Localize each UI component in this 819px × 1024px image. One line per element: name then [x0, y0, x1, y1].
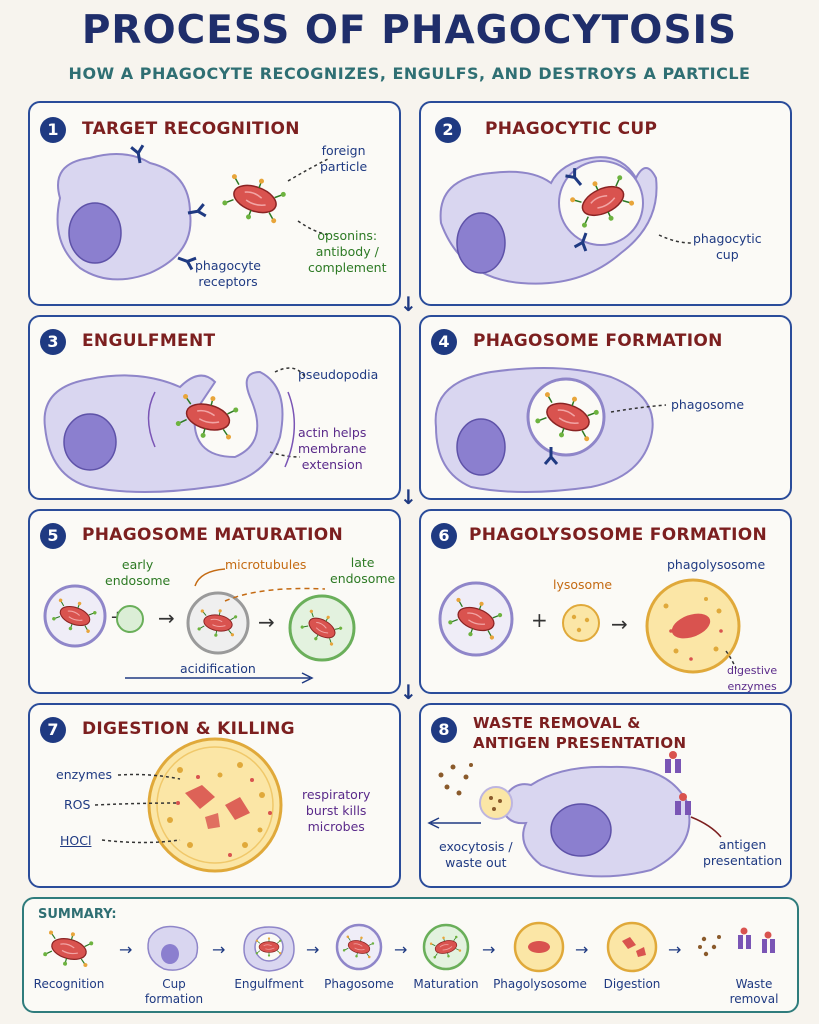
- svg-text:→: →: [158, 606, 175, 630]
- panel-phagosome-formation: 4 PHAGOSOME FORMATION phagosome: [419, 315, 792, 500]
- summary-title: SUMMARY:: [38, 907, 117, 922]
- svg-text:→: →: [119, 940, 132, 959]
- label-foreign-particle: foreign particle: [320, 143, 368, 174]
- svg-text:→: →: [212, 940, 225, 959]
- label-pseudopodia: pseudopodia: [298, 367, 379, 382]
- summary-illustration: → → → → → → →: [41, 921, 775, 973]
- phagosome-formation-illustration: [434, 367, 667, 493]
- panel-title-7: DIGESTION & KILLING: [82, 719, 295, 739]
- phagolysosome-formation-illustration: + →: [438, 578, 741, 674]
- label-ros: ROS: [64, 797, 91, 812]
- label-opsonins: opsonins: antibody / complement: [308, 228, 387, 275]
- label-phagocyte-receptors: phagocyte receptors: [195, 258, 261, 289]
- phagocytic-cup-illustration: [439, 156, 692, 285]
- flow-arrow-down-1: ↓: [400, 292, 417, 316]
- label-acidification: acidification: [180, 661, 256, 676]
- waste-antigen-illustration: [427, 751, 722, 878]
- engulfment-illustration: [43, 367, 306, 493]
- panel-title-3: ENGULFMENT: [82, 331, 216, 351]
- page-subtitle: HOW A PHAGOCYTE RECOGNIZES, ENGULFS, AND…: [68, 64, 751, 83]
- panel-digestion-killing: 7 DIGESTION & KILLING enzymes ROS HOCl r…: [28, 703, 401, 888]
- svg-text:→: →: [575, 940, 588, 959]
- label-exocytosis: exocytosis / waste out: [439, 839, 513, 870]
- panel-phagocytic-cup: 2 PHAGOCYTIC CUP phagocytic cup: [419, 101, 792, 306]
- panel-title-6: PHAGOLYSOSOME FORMATION: [469, 525, 767, 545]
- label-late-endosome: late endosome: [330, 555, 396, 586]
- page-title: PROCESS OF PHAGOCYTOSIS: [81, 8, 738, 53]
- step-number-5: 5: [40, 523, 66, 549]
- step-number-3: 3: [40, 329, 66, 355]
- summary-step-engulfment: Engulfment: [234, 977, 304, 991]
- label-hocl: HOCl: [60, 833, 92, 848]
- label-early-endosome: early endosome: [105, 557, 171, 588]
- svg-text:→: →: [482, 940, 495, 959]
- panel-waste-antigen: 8 WASTE REMOVAL & ANTIGEN PRESENTATION e…: [419, 703, 792, 888]
- label-enzymes: enzymes: [56, 767, 112, 782]
- svg-text:+: +: [531, 608, 548, 632]
- panel-engulfment: 3 ENGULFMENT pseudopodia actin helps mem…: [28, 315, 401, 500]
- target-recognition-illustration: [56, 143, 331, 281]
- label-phagosome: phagosome: [671, 397, 745, 412]
- digestion-killing-illustration: [94, 737, 283, 873]
- summary-step-phagosome: Phagosome: [324, 977, 394, 991]
- summary-step-recognition: Recognition: [33, 977, 105, 991]
- panel-target-recognition: 1 TARGET RECOGNITION foreign particle ph…: [28, 101, 401, 306]
- step-number-2: 2: [435, 117, 461, 143]
- step-number-6: 6: [431, 523, 457, 549]
- step-number-8: 8: [431, 717, 457, 743]
- step-number-1: 1: [40, 117, 66, 143]
- summary-step-phagolysosome: Phagolysosome: [493, 977, 587, 991]
- step-number-7: 7: [40, 717, 66, 743]
- label-microtubules: microtubules: [225, 557, 307, 572]
- label-respiratory-burst: respiratory burst kills microbes: [302, 787, 371, 834]
- phagosome-maturation-illustration: + → →: [43, 568, 356, 684]
- label-phagocytic-cup: phagocytic cup: [693, 231, 762, 262]
- panel-phagolysosome-formation: + → 6 PHAGOLYSOSOME FORMATION lysosome p…: [419, 509, 792, 694]
- panel-title-2: PHAGOCYTIC CUP: [485, 119, 658, 139]
- step-number-4: 4: [431, 329, 457, 355]
- summary-box: SUMMARY: → → → → → → → Recognition Cup f…: [22, 897, 799, 1013]
- svg-text:→: →: [306, 940, 319, 959]
- label-actin: actin helps membrane extension: [298, 425, 367, 472]
- summary-step-waste-removal: Waste removal: [729, 977, 779, 1006]
- summary-step-maturation: Maturation: [413, 977, 479, 991]
- panel-title-8: WASTE REMOVAL & ANTIGEN PRESENTATION: [473, 714, 687, 752]
- panel-title-1: TARGET RECOGNITION: [82, 119, 300, 139]
- svg-text:→: →: [258, 610, 275, 634]
- summary-step-cup-formation: Cup formation: [144, 977, 204, 1006]
- label-lysosome: lysosome: [553, 577, 613, 592]
- svg-text:→: →: [394, 940, 407, 959]
- panel-title-4: PHAGOSOME FORMATION: [473, 331, 723, 351]
- label-antigen-presentation: antigen presentation: [703, 837, 783, 868]
- summary-step-digestion: Digestion: [603, 977, 661, 991]
- svg-text:→: →: [668, 940, 681, 959]
- svg-text:→: →: [611, 612, 628, 636]
- label-digestive-enzymes: digestive enzymes: [727, 664, 778, 693]
- panel-phagosome-maturation: + → → 5 PHAGOSOME MATURATION early endos…: [28, 509, 401, 694]
- flow-arrow-down-3: ↓: [400, 680, 417, 704]
- flow-arrow-down-2: ↓: [400, 485, 417, 509]
- label-phagolysosome: phagolysosome: [667, 557, 766, 572]
- panel-title-5: PHAGOSOME MATURATION: [82, 525, 344, 545]
